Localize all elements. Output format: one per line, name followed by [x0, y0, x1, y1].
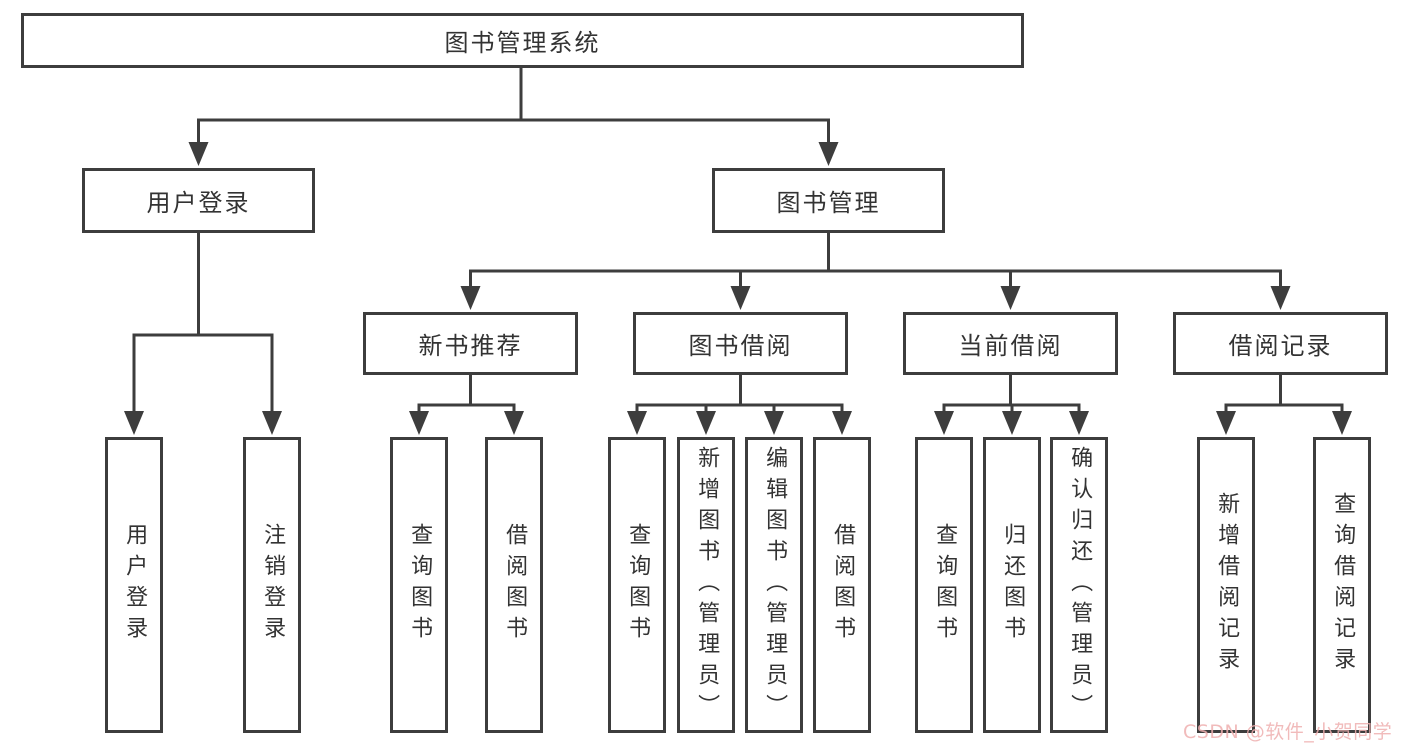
node-borrow-records: 借阅记录 — [1173, 312, 1388, 375]
leaf-label: 借阅图书 — [502, 523, 528, 647]
leaf-label: 查询借阅记录 — [1330, 492, 1356, 678]
node-user-login: 用户登录 — [82, 168, 315, 233]
leaf-label: 确认归还（管理员） — [1067, 445, 1093, 725]
leaf-label: 查询图书 — [625, 523, 651, 647]
csdn-watermark: CSDN @软件_小贺同学 — [1183, 721, 1393, 743]
leaf-return-books: 归还图书 — [983, 437, 1041, 733]
node-new-book-recommend: 新书推荐 — [363, 312, 578, 375]
leaf-edit-books-admin: 编辑图书（管理员） — [745, 437, 803, 733]
leaf-label: 查询图书 — [932, 523, 958, 647]
leaf-label: 新增图书（管理员） — [694, 445, 720, 725]
leaf-logout: 注销登录 — [243, 437, 301, 733]
leaf-label: 编辑图书（管理员） — [762, 445, 788, 725]
leaf-user-login: 用户登录 — [105, 437, 163, 733]
leaf-add-borrow-record: 新增借阅记录 — [1197, 437, 1255, 733]
node-library-management-system: 图书管理系统 — [21, 13, 1024, 68]
node-book-borrow: 图书借阅 — [633, 312, 848, 375]
node-book-management: 图书管理 — [712, 168, 945, 233]
leaf-label: 新增借阅记录 — [1214, 492, 1240, 678]
leaf-label: 借阅图书 — [830, 523, 856, 647]
leaf-query-books-recommend: 查询图书 — [390, 437, 448, 733]
leaf-label: 注销登录 — [260, 523, 286, 647]
node-current-borrow: 当前借阅 — [903, 312, 1118, 375]
leaf-confirm-return-admin: 确认归还（管理员） — [1050, 437, 1108, 733]
leaf-query-books-borrow: 查询图书 — [608, 437, 666, 733]
leaf-label: 用户登录 — [122, 523, 148, 647]
leaf-label: 查询图书 — [407, 523, 433, 647]
leaf-borrow-books: 借阅图书 — [813, 437, 871, 733]
leaf-query-borrow-record: 查询借阅记录 — [1313, 437, 1371, 733]
leaf-label: 归还图书 — [1000, 523, 1026, 647]
leaf-borrow-books-recommend: 借阅图书 — [485, 437, 543, 733]
leaf-add-books-admin: 新增图书（管理员） — [677, 437, 735, 733]
leaf-query-books-current: 查询图书 — [915, 437, 973, 733]
